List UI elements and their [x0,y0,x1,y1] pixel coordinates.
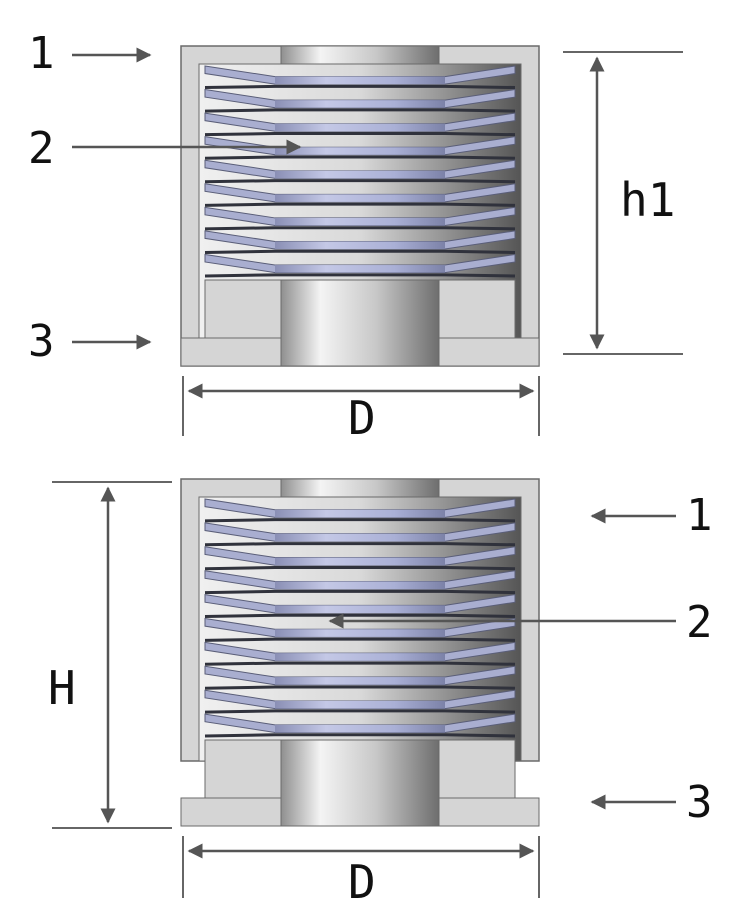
disc-spring-edge [204,589,516,595]
disc-spring-face [275,194,445,202]
disc-spring-face [275,147,445,155]
bottom-callout-3-label: 3 [686,777,713,828]
disc-spring-edge [204,131,516,137]
disc-spring-edge [204,661,516,666]
bottom-d-label: D [348,855,376,909]
top-spring-stack [204,65,516,278]
top-diameter-dimension [182,376,540,436]
disc-spring-face [275,581,445,590]
disc-spring-face [275,533,445,542]
top-height-dimension [563,51,683,355]
disc-spring-face [275,509,445,518]
bottom-cap-opening [280,478,440,498]
top-core-bore [280,279,440,367]
disc-spring-edge [204,108,516,113]
bottom-callout-2-label: 2 [686,597,713,648]
disc-spring-edge [204,733,516,738]
disc-spring-edge [204,565,516,571]
disc-spring-edge [204,518,516,523]
disc-spring-face [275,241,445,250]
bottom-assembly [180,478,540,827]
disc-spring-edge [204,226,516,231]
top-callout-3-label: 3 [28,316,55,367]
disc-spring-face [275,100,445,108]
top-callout-1-label: 1 [28,28,55,79]
disc-spring-edge [204,249,516,254]
bottom-spring-stack [204,498,516,738]
h1-label: h1 [620,173,675,227]
disc-spring-face [275,557,445,566]
bottom-height-dimension [52,481,172,829]
disc-spring-face [275,724,445,733]
bottom-callout-1-label: 1 [686,490,713,541]
top-cap-opening [280,45,440,65]
disc-spring-face [275,700,445,709]
disc-spring-face [275,170,445,179]
disc-spring-edge [204,155,516,160]
disc-spring-edge [204,179,516,184]
top-callout-2-label: 2 [28,123,55,174]
disc-spring-face [275,217,445,226]
disc-spring-edge [204,273,516,278]
disc-spring-edge [204,84,516,90]
disc-spring-edge [204,202,516,207]
disc-spring-edge [204,709,516,714]
disc-spring-face [275,76,445,85]
disc-spring-face [275,629,445,637]
disc-spring-face [275,265,445,273]
bottom-core-bore [280,739,440,827]
top-assembly [180,45,540,367]
top-d-label: D [348,391,376,445]
disc-spring-edge [204,685,516,690]
disc-spring-edge [204,637,516,642]
disc-spring-edge [204,542,516,547]
disc-spring-face [275,677,445,685]
disc-spring-face [275,605,445,614]
disc-spring-face [275,123,445,132]
disc-spring-edge [204,613,516,618]
h-label: H [48,661,76,715]
bottom-diameter-dimension [182,836,540,898]
disc-spring-face [275,653,445,661]
